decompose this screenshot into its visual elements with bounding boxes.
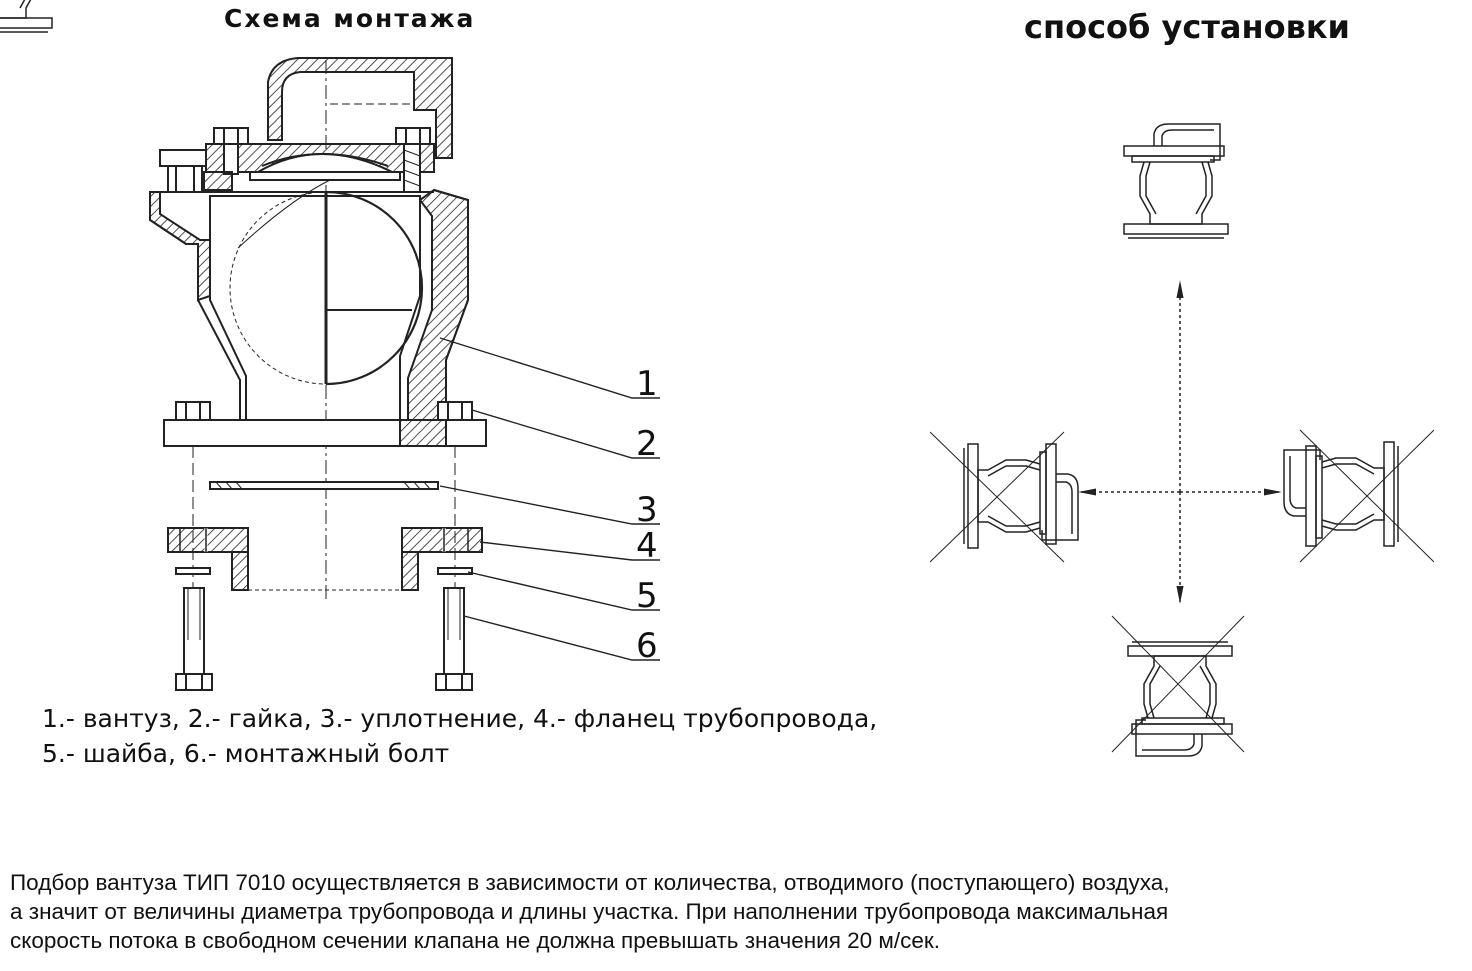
assembly-title: Схема монтажа <box>224 4 476 33</box>
callout-6: 6 <box>636 626 658 666</box>
description-line-2: а значит от величины диаметра трубопрово… <box>10 899 1169 924</box>
legend-line-1: 1.- вантуз, 2.- гайка, 3.- уплотнение, 4… <box>42 704 878 733</box>
air-valve-section-drawing <box>149 57 660 691</box>
orientation-up-allowed <box>1123 123 1229 239</box>
nut-left <box>175 401 211 600</box>
orientation-down-forbidden <box>1111 615 1245 757</box>
washer-left <box>175 567 211 575</box>
gasket <box>209 481 439 490</box>
description-line-1: Подбор вантуза ТИП 7010 осуществляется в… <box>10 870 1170 895</box>
callout-3: 3 <box>636 490 658 530</box>
orientation-right-forbidden <box>1283 429 1435 563</box>
bolt-left <box>175 587 213 691</box>
installation-title: способ установки <box>1024 8 1350 46</box>
callout-5: 5 <box>636 576 658 616</box>
leader-lines <box>439 337 660 661</box>
callout-4: 4 <box>636 526 658 566</box>
bolt-right <box>435 587 473 691</box>
installation-orientations <box>0 0 1435 757</box>
orientation-left-forbidden <box>929 431 1079 563</box>
callout-1: 1 <box>636 364 658 404</box>
callout-2: 2 <box>636 424 658 464</box>
pipeline-flange <box>167 527 483 591</box>
description-line-3: скорость потока в свободном сечении клап… <box>10 928 941 953</box>
legend-line-2: 5.- шайба, 6.- монтажный болт <box>42 739 450 768</box>
washer-right <box>437 567 473 575</box>
callout-numbers: 1 2 3 4 5 6 <box>636 364 658 666</box>
